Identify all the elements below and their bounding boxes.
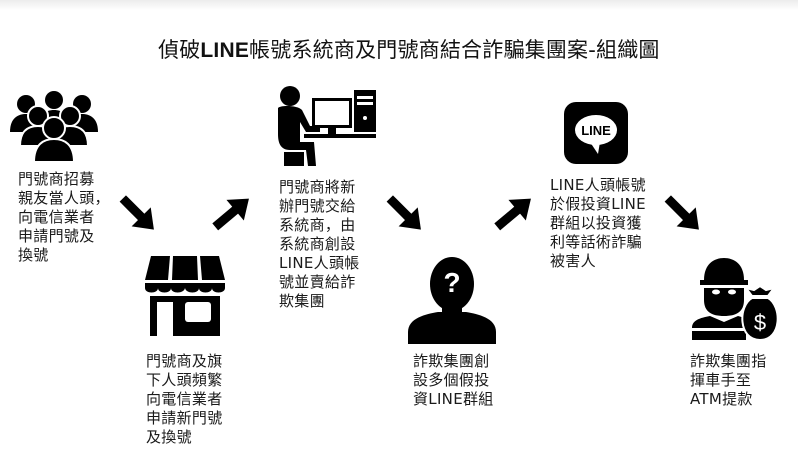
step-5-label: LINE人頭帳號 於假投資LINE 群組以投資獲 利等話術詐騙 被害人	[550, 176, 646, 270]
line-app-icon: LINE	[564, 102, 628, 164]
step-3-label: 門號商將新 辦門號交給 系統商，由 系統商創設 LINE人頭帳 號並賣給詐 欺集…	[279, 178, 360, 310]
arrow-down-right-icon	[382, 190, 428, 236]
top-edge-shadow	[0, 0, 798, 10]
title-brand: LINE	[200, 39, 250, 62]
arrow-up-right-icon	[208, 190, 254, 236]
step-6-label: 詐欺集團指 揮車手至 ATM提款	[690, 352, 767, 408]
arrow-down-right-icon	[115, 190, 161, 236]
diagram-title: 偵破LINE帳號系統商及門號商結合詐騙集團案-組織圖	[158, 36, 659, 65]
person-at-computer-icon	[270, 86, 378, 166]
svg-text:$: $	[754, 310, 766, 335]
title-suffix: 帳號系統商及門號商結合詐騙集團案-組織圖	[249, 38, 660, 62]
anonymous-person-icon: ?	[408, 256, 496, 344]
storefront-icon	[145, 256, 225, 336]
step-2-label: 門號商及旗 下人頭頻繁 向電信業者 申請新門號 及換號	[146, 352, 223, 446]
title-prefix: 偵破	[158, 38, 201, 62]
arrow-down-right-icon	[660, 190, 706, 236]
step-1-label: 門號商招募 親友當人頭， 向電信業者 申請門號及 換號	[18, 170, 110, 264]
robber-money-bag-icon: $	[690, 258, 780, 340]
svg-text:LINE: LINE	[581, 123, 611, 138]
group-people-icon	[10, 90, 98, 162]
arrow-up-right-icon	[490, 190, 536, 236]
svg-text:?: ?	[443, 267, 460, 298]
step-4-label: 詐欺集團創 設多個假投 資LINE群組	[413, 352, 494, 408]
